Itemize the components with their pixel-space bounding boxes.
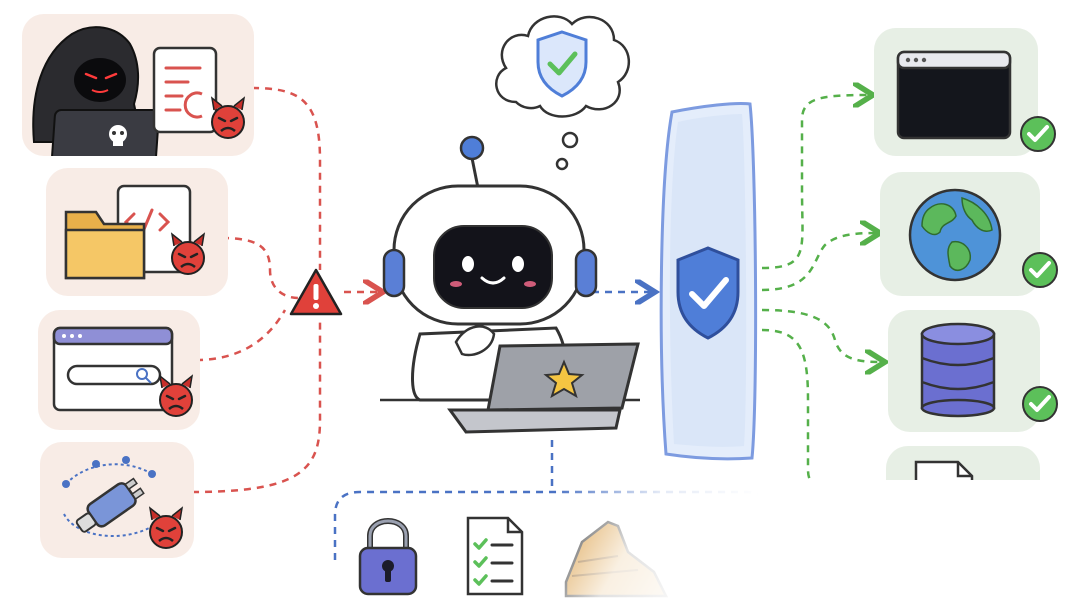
safe-line-docs: [761, 328, 880, 500]
threat-card-web-search: [38, 310, 200, 430]
safe-line-terminal: [761, 95, 868, 270]
robot-with-laptop-icon: [380, 135, 640, 434]
check-circle-icon: [1022, 386, 1058, 422]
padlock-icon: [358, 518, 418, 596]
thought-bubble: [495, 15, 630, 171]
threat-card-code-files: [46, 168, 228, 296]
globe-icon: [908, 188, 1002, 282]
check-circle-icon: [1022, 252, 1058, 288]
database-icon: [920, 322, 996, 418]
bottom-right-fade: [560, 480, 1080, 609]
safe-line-web: [761, 233, 875, 292]
shield-check-icon: [676, 246, 740, 340]
warning-triangle-icon: [289, 268, 343, 316]
shield-check-thought-icon: [536, 30, 588, 98]
devil-emoji-icon: [210, 96, 246, 139]
devil-emoji-icon: [148, 506, 184, 549]
safe-line-db: [761, 308, 880, 362]
threat-line-hacker: [251, 86, 322, 270]
threat-line-plugins: [191, 318, 322, 494]
browser-search-window-icon: [52, 326, 174, 412]
threat-line-code: [221, 236, 299, 300]
folder-code-file-icon: [64, 184, 192, 280]
terminal-window-icon: [896, 50, 1012, 140]
malicious-document-icon: [152, 46, 218, 134]
glass-shield-barrier-icon: [659, 102, 758, 461]
threat-card-plugins: [40, 442, 194, 558]
devil-emoji-icon: [170, 232, 206, 275]
threat-card-hacker: [22, 14, 254, 156]
check-circle-icon: [1020, 116, 1056, 152]
hooded-hacker-icon: [32, 26, 160, 156]
devil-emoji-icon: [158, 374, 194, 417]
checklist-icon: [466, 516, 524, 596]
threat-line-search: [195, 309, 287, 362]
